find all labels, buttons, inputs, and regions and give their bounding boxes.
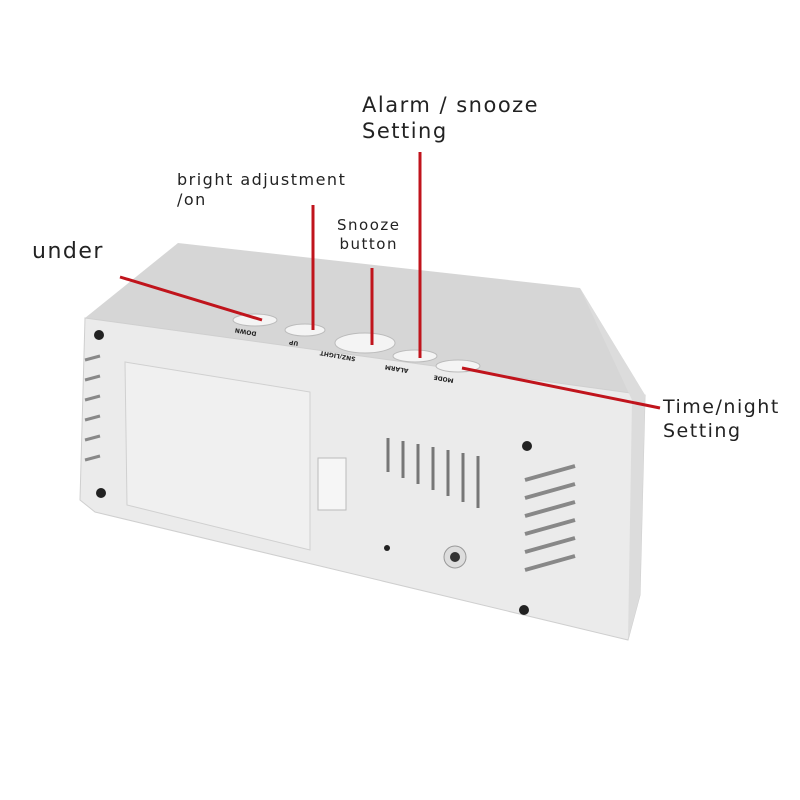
rear-vents (386, 438, 480, 508)
callout-snooze-line2: button (339, 234, 398, 253)
down-button[interactable] (232, 313, 278, 327)
callout-snooze: Snooze button (337, 216, 401, 254)
up-label: UP (288, 338, 299, 347)
alarm-label: ALARM (384, 363, 409, 374)
callout-alarm: Alarm / snooze Setting (362, 92, 539, 145)
clock-side-face (580, 288, 645, 640)
callout-under: under (32, 239, 104, 264)
alarm-button[interactable] (392, 349, 438, 363)
callout-bright-line2: /on (177, 190, 207, 209)
screw-holes (94, 330, 532, 615)
battery-panel (124, 361, 311, 551)
callout-time-line2: Setting (663, 419, 742, 442)
mode-label: MODE (433, 373, 454, 383)
snooze-light-button[interactable] (334, 332, 396, 354)
callout-bright: bright adjustment /on (177, 170, 346, 210)
left-vents (84, 354, 101, 462)
down-label: DOWN (234, 326, 257, 337)
callout-snooze-line1: Snooze (337, 216, 401, 234)
callout-time: Time/night Setting (663, 396, 780, 444)
callout-alarm-line2: Setting (362, 119, 448, 144)
callout-time-line1: Time/night (663, 396, 780, 418)
callout-lines (119, 152, 661, 410)
callout-bright-line1: bright adjustment (177, 170, 347, 189)
right-vents (524, 464, 576, 572)
up-button[interactable] (284, 323, 326, 337)
switch (317, 457, 347, 511)
clock-top-face (85, 243, 645, 395)
callout-alarm-line1: Alarm / snooze (362, 93, 540, 117)
